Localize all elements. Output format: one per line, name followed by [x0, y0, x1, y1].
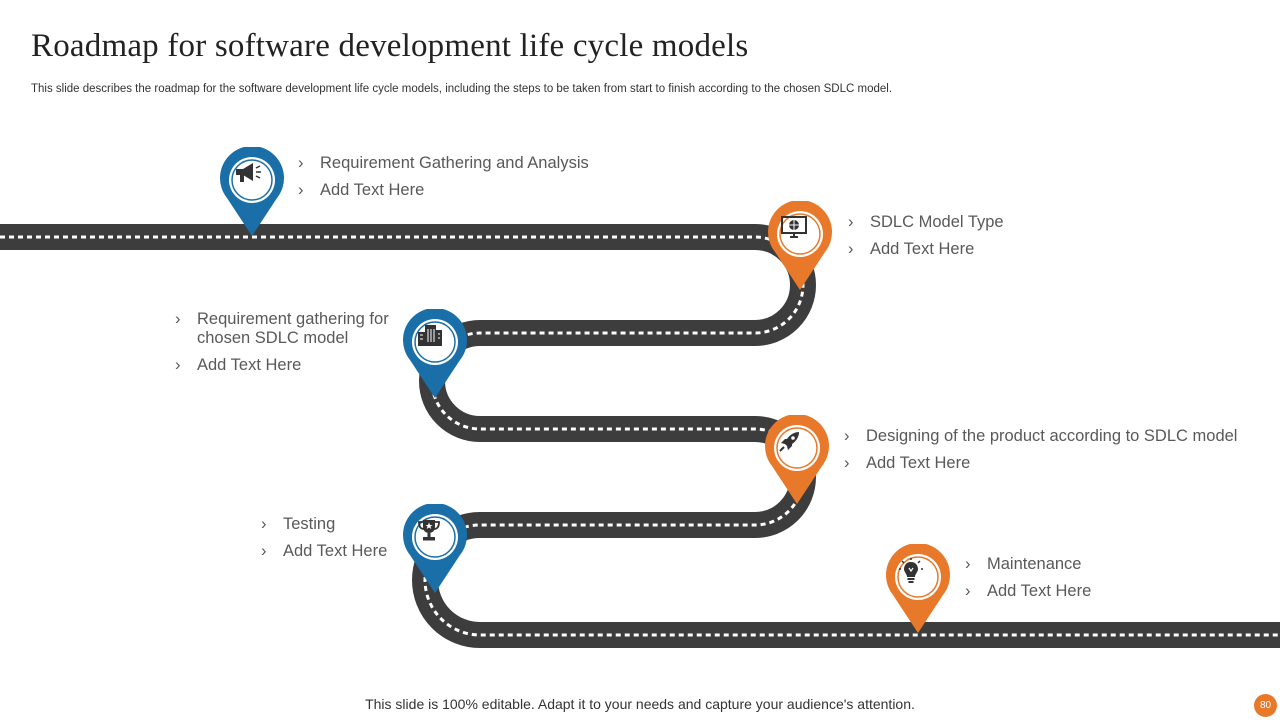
monitor-globe-icon: [780, 214, 820, 254]
milestone-6-heading: Maintenance: [965, 555, 1165, 574]
milestone-4-heading: Designing of the product according to SD…: [844, 427, 1264, 446]
milestone-1-detail: Add Text Here: [298, 181, 618, 200]
slide-title: Roadmap for software development life cy…: [31, 28, 749, 64]
milestone-3-detail: Add Text Here: [175, 356, 400, 375]
rocket-icon: [777, 428, 817, 468]
milestone-4-detail: Add Text Here: [844, 454, 1264, 473]
milestone-text-2: SDLC Model Type Add Text Here: [848, 213, 1098, 267]
milestone-3-heading: Requirement gathering for chosen SDLC mo…: [175, 310, 400, 348]
milestone-text-3: Requirement gathering for chosen SDLC mo…: [175, 310, 400, 383]
milestone-text-5: Testing Add Text Here: [261, 515, 401, 569]
milestone-text-6: Maintenance Add Text Here: [965, 555, 1165, 609]
milestone-5-heading: Testing: [261, 515, 401, 534]
milestone-2-detail: Add Text Here: [848, 240, 1098, 259]
milestone-text-4: Designing of the product according to SD…: [844, 427, 1264, 481]
milestone-1-heading: Requirement Gathering and Analysis: [298, 154, 618, 173]
milestone-pin-1: [219, 147, 285, 237]
trophy-icon: [415, 517, 455, 557]
milestone-text-1: Requirement Gathering and Analysis Add T…: [298, 154, 618, 208]
milestone-5-detail: Add Text Here: [261, 542, 401, 561]
megaphone-icon: [232, 160, 272, 200]
milestone-pin-3: [402, 309, 468, 399]
lightbulb-icon: [898, 557, 938, 597]
slide-footer: This slide is 100% editable. Adapt it to…: [365, 696, 915, 712]
milestone-6-detail: Add Text Here: [965, 582, 1165, 601]
milestone-pin-6: [885, 544, 951, 634]
milestone-pin-4: [764, 415, 830, 505]
building-icon: [415, 322, 455, 362]
milestone-pin-2: [767, 201, 833, 291]
milestone-2-heading: SDLC Model Type: [848, 213, 1098, 232]
slide-subtitle: This slide describes the roadmap for the…: [31, 83, 893, 95]
milestone-pin-5: [402, 504, 468, 594]
page-number-badge: 80: [1254, 694, 1277, 717]
